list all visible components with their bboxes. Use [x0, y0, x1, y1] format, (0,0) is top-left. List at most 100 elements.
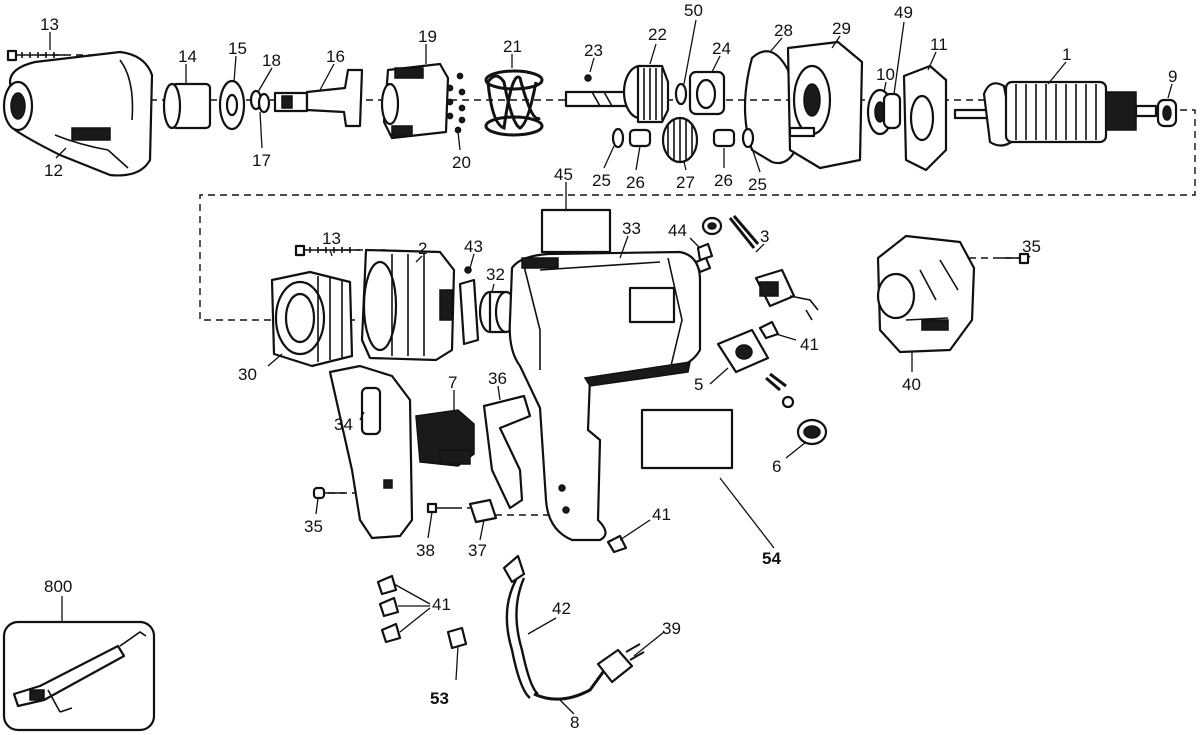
- label-13-top: 13: [40, 15, 59, 34]
- label-27: 27: [676, 173, 695, 192]
- field-2: [360, 248, 456, 362]
- spindle-22: [564, 64, 670, 124]
- label-41-lower: 41: [432, 595, 451, 614]
- inset-800: [2, 620, 156, 732]
- ball-23: [584, 74, 592, 82]
- label-1: 1: [1062, 45, 1071, 64]
- spring-21: [484, 69, 544, 137]
- screw-35-right: [1000, 252, 1030, 265]
- label-20: 20: [452, 153, 471, 172]
- label-33: 33: [622, 219, 641, 238]
- label-23: 23: [584, 41, 603, 60]
- handle-cover-34: [328, 364, 414, 540]
- bushing-14: [162, 82, 212, 130]
- label-19: 19: [418, 27, 437, 46]
- brush-cap-6: [796, 418, 828, 446]
- label-25-left: 25: [592, 171, 611, 190]
- label-7: 7: [448, 373, 457, 392]
- gear-case-12: [2, 50, 154, 177]
- label-34: 34: [334, 415, 353, 434]
- label-3: 3: [760, 227, 769, 246]
- label-16: 16: [326, 47, 345, 66]
- label-2: 2: [418, 239, 427, 258]
- label-54: 54: [762, 549, 781, 568]
- label-43: 43: [464, 237, 483, 256]
- label-30: 30: [238, 365, 257, 384]
- label-24: 24: [712, 39, 731, 58]
- bearing-9: [1156, 98, 1178, 128]
- brush-holder-5: [716, 328, 795, 409]
- label-49: 49: [894, 3, 913, 22]
- label-35-right: 35: [1022, 237, 1041, 256]
- label-44: 44: [668, 221, 687, 240]
- washer-25b: [741, 127, 755, 149]
- label-37: 37: [468, 541, 487, 560]
- armature-1: [953, 80, 1158, 147]
- clip-44: [694, 242, 714, 274]
- balls-20: [446, 72, 466, 134]
- label-9: 9: [1168, 67, 1177, 86]
- label-18: 18: [262, 51, 281, 70]
- housing-33: [508, 250, 702, 542]
- label-6: 6: [772, 457, 781, 476]
- label-21: 21: [503, 37, 522, 56]
- washer-50: [674, 82, 688, 106]
- callout-labels: 13 14 15 18 16 19 21 23 22 50 24 28 29 4…: [40, 1, 1177, 732]
- label-53: 53: [430, 689, 449, 708]
- label-40: 40: [902, 375, 921, 394]
- wire-nut-53: [446, 626, 468, 650]
- screw-35-left: [312, 486, 345, 500]
- label-5: 5: [694, 375, 703, 394]
- washer-25a: [611, 127, 625, 149]
- washer-15: [218, 79, 246, 131]
- gasket-28: [743, 50, 802, 165]
- ring-17: [257, 92, 271, 114]
- housing-29: [786, 40, 864, 170]
- label-50: 50: [684, 1, 703, 20]
- sheet-54: [640, 408, 734, 470]
- rear-housing-40: [876, 234, 976, 354]
- label-8: 8: [570, 713, 579, 732]
- label-41-upper: 41: [800, 335, 819, 354]
- leader-lines: [49, 19, 1173, 715]
- label-15: 15: [228, 39, 247, 58]
- label-12: 12: [44, 161, 63, 180]
- label-800: 800: [44, 577, 72, 596]
- gear-27: [661, 116, 699, 164]
- label-36: 36: [488, 369, 507, 388]
- label-32: 32: [486, 265, 505, 284]
- bushing-26b: [712, 128, 736, 148]
- clamp-37: [468, 498, 498, 524]
- screw-13-mid: [294, 244, 360, 257]
- terminals-41c: [376, 574, 402, 644]
- label-22: 22: [648, 25, 667, 44]
- label-39: 39: [662, 619, 681, 638]
- label-25-right: 25: [748, 175, 767, 194]
- label-29: 29: [832, 19, 851, 38]
- label-45: 45: [554, 165, 573, 184]
- screw-13-top: [6, 49, 65, 62]
- switch-3: [701, 215, 819, 321]
- seal-49: [882, 92, 902, 130]
- terminal-41b: [606, 534, 628, 554]
- label-38: 38: [416, 541, 435, 560]
- anvil-16: [273, 68, 364, 128]
- label-plate-45: [540, 208, 612, 254]
- bracket-36: [482, 394, 532, 510]
- hammer-19: [380, 62, 450, 140]
- label-41-mid: 41: [652, 505, 671, 524]
- end-frame-30: [270, 270, 354, 368]
- terminal-41a: [758, 320, 780, 340]
- label-42: 42: [552, 599, 571, 618]
- label-35-left: 35: [304, 517, 323, 536]
- label-26-right: 26: [714, 171, 733, 190]
- label-10: 10: [876, 65, 895, 84]
- plug-39: [596, 643, 645, 684]
- label-28: 28: [774, 21, 793, 40]
- label-17: 17: [252, 151, 271, 170]
- screw-38: [426, 502, 455, 514]
- bushing-26a: [628, 128, 652, 148]
- label-26-left: 26: [626, 173, 645, 192]
